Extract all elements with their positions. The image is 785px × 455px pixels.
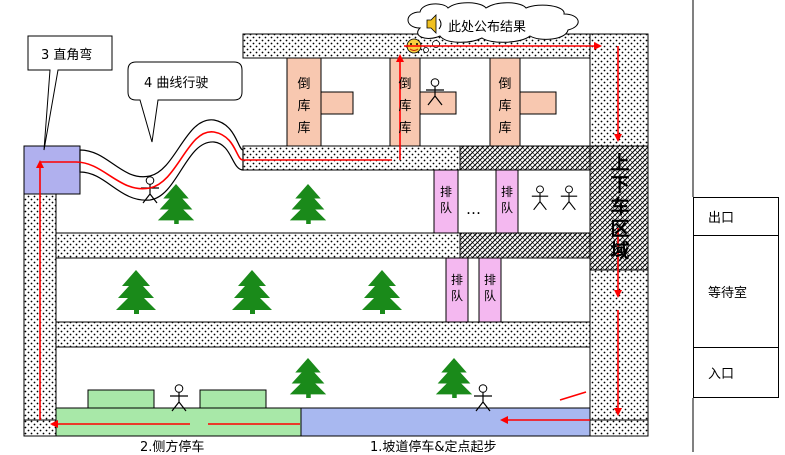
queue-label-4: 排队	[483, 273, 496, 303]
side-parking-label: 2.侧方停车	[140, 440, 205, 455]
side-parking-strip	[55, 407, 302, 437]
right-angle-turn-block	[23, 145, 81, 195]
cloud-tail-dot-2	[423, 47, 429, 53]
results-notice-label: 此处公布结果	[448, 20, 527, 35]
hatched-queue-area-top	[459, 145, 591, 171]
speaker-icon	[426, 14, 442, 34]
right-angle-turn-label: 3 直角弯	[41, 48, 93, 63]
callout-curve-driving-box	[127, 61, 243, 143]
waiting-room-label: 等待室	[708, 285, 748, 301]
trees	[116, 184, 473, 398]
garage-label-1: 倒库库	[297, 77, 311, 136]
queue-label-3: 排队	[450, 273, 463, 303]
ramp-parking-label: 1.坡道停车&定点起步	[370, 440, 497, 455]
reverse-parking-garages	[286, 57, 557, 147]
callout-right-angle-turn-box	[27, 35, 113, 151]
hatched-queue-area-mid	[459, 232, 591, 259]
ramp-parking-strip	[300, 407, 591, 437]
queue-ellipsis: …	[466, 200, 481, 218]
curve-driving-label: 4 曲线行驶	[144, 76, 209, 91]
route-arrows	[36, 42, 622, 428]
side-parking-car-2	[199, 389, 267, 409]
queue-boxes	[433, 169, 519, 323]
queue-label-2: 排队	[500, 185, 513, 215]
waiting-room-box: 等待室	[693, 235, 779, 348]
pickup-dropoff-area	[589, 145, 649, 271]
entrance-box: 入口	[693, 347, 779, 398]
garage-label-2: 倒库库	[398, 77, 412, 136]
exit-label: 出口	[708, 211, 735, 226]
entrance-label: 入口	[708, 367, 735, 382]
side-parking-car-1	[87, 389, 155, 409]
garage-label-3: 倒库库	[498, 77, 512, 136]
s-curve-track	[79, 119, 244, 201]
pickup-area-label: 上下车区域	[610, 152, 630, 262]
results-notice-cloud	[407, 2, 579, 43]
exit-box: 出口	[693, 197, 779, 236]
queue-label-1: 排队	[439, 185, 452, 215]
